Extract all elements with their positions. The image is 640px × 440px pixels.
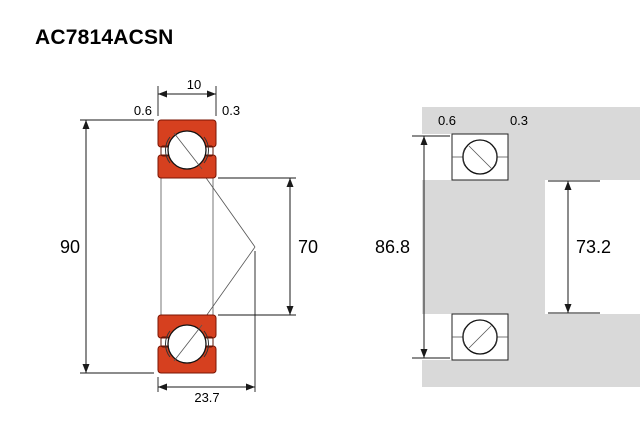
left-view-cross-section: 10 0.6 0.3 90 70 23.7 [60, 77, 318, 405]
dim-shaft-abutment: 73.2 [576, 237, 611, 257]
dim-width: 10 [187, 77, 201, 92]
cage-arc-top-right [203, 136, 210, 164]
ball-contact-mark-top [173, 132, 203, 170]
dim-housing-abutment: 86.8 [375, 237, 410, 257]
mounted-contact-mark-bottom [468, 324, 493, 349]
mounted-cage-bottom-right [494, 327, 498, 347]
mounted-cage-top-left [462, 147, 466, 167]
page-title: AC7814ACSN [35, 26, 174, 49]
cage-arc-top-left [164, 136, 171, 164]
dim-bore-diameter: 70 [298, 237, 318, 257]
cage-arc-bottom-right [203, 330, 210, 358]
housing-band-top [422, 107, 640, 134]
mount-chamfer-left: 0.6 [438, 113, 456, 128]
mount-chamfer-right: 0.3 [510, 113, 528, 128]
housing-shoulder-top [508, 134, 640, 180]
housing-band-bottom [422, 360, 640, 387]
dim-chamfer-right: 0.3 [222, 103, 240, 118]
dim-chamfer-left: 0.6 [134, 103, 152, 118]
dim-contact-point-width: 23.7 [194, 390, 219, 405]
mounted-contact-mark-top [468, 145, 493, 170]
cage-arc-bottom-left [164, 330, 171, 358]
mounted-cage-top-right [494, 147, 498, 167]
right-view-mounting: 0.6 0.3 86.8 73.2 [375, 107, 640, 387]
ball-contact-mark-bottom [173, 324, 203, 362]
dim-outer-diameter: 90 [60, 237, 80, 257]
mounted-cage-bottom-left [462, 327, 466, 347]
shaft-block [422, 180, 545, 314]
housing-shoulder-bottom [508, 314, 640, 360]
